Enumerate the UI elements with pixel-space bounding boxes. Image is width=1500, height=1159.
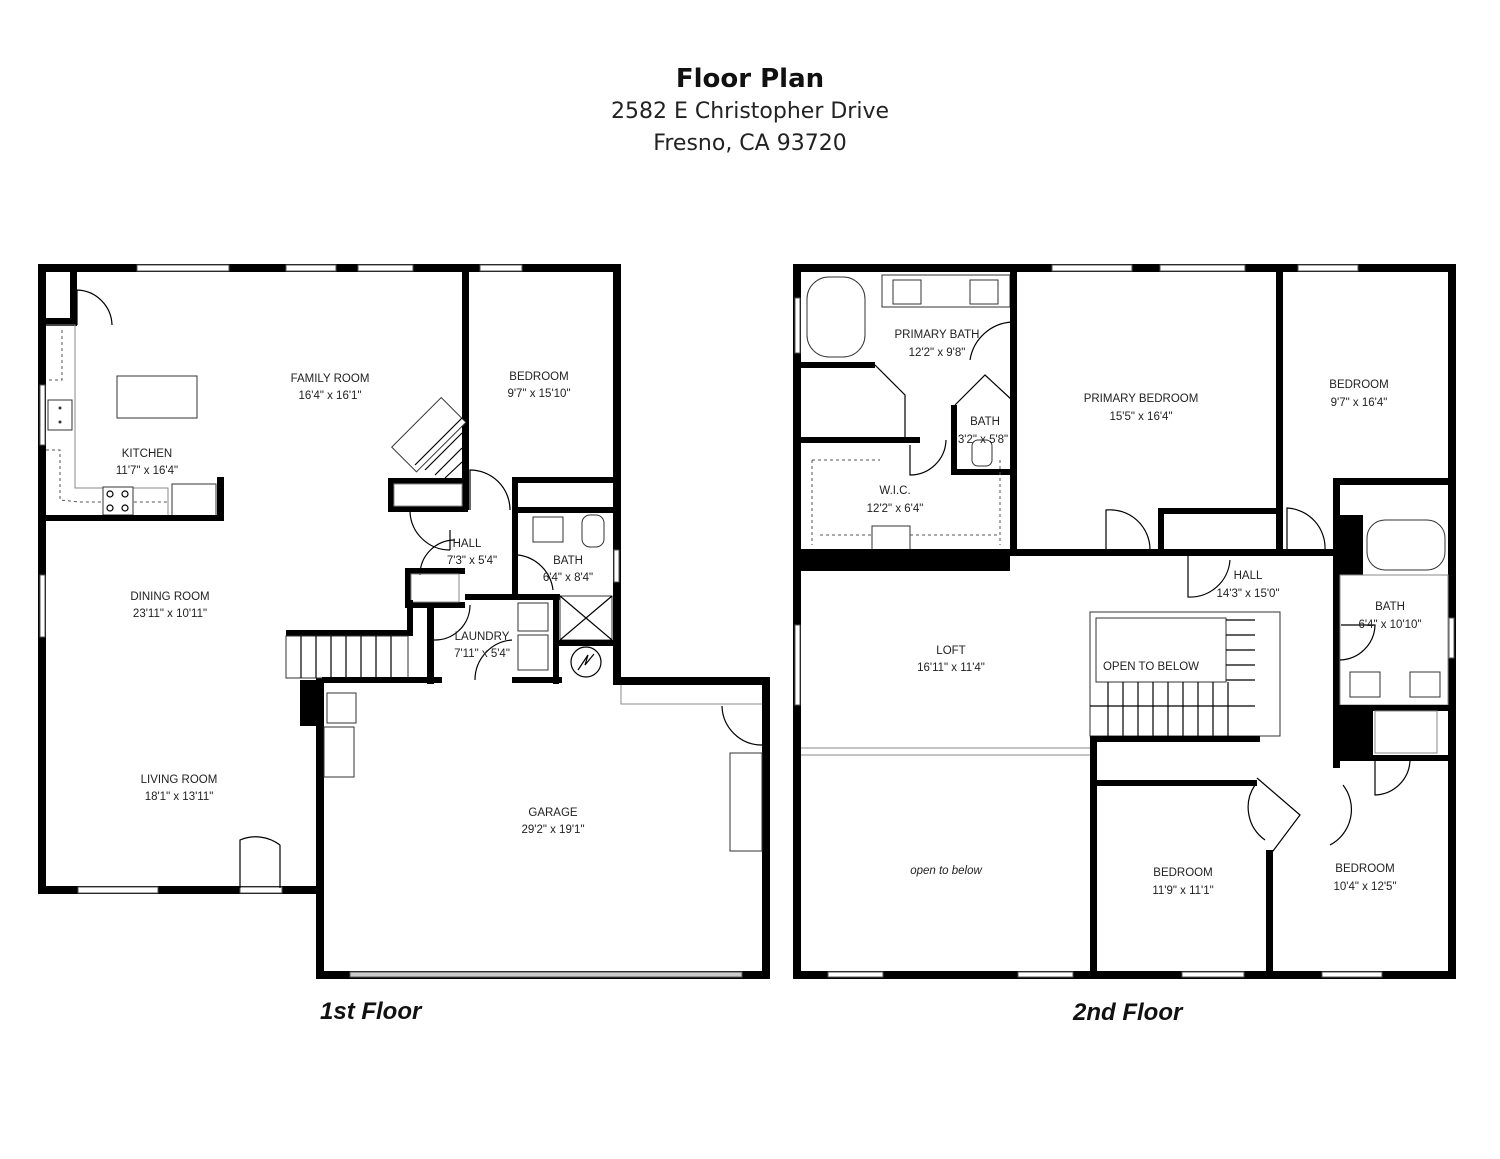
svg-text:11'7" x 16'4": 11'7" x 16'4" <box>116 465 178 477</box>
plan-title: Floor Plan <box>675 64 825 94</box>
svg-text:12'2" x 9'8": 12'2" x 9'8" <box>909 347 966 359</box>
room-hall-1f: HALL <box>453 538 482 550</box>
svg-text:9'7" x 15'10": 9'7" x 15'10" <box>507 388 570 400</box>
room-primary-bath: PRIMARY BATH <box>895 329 980 341</box>
svg-text:23'11" x 10'11": 23'11" x 10'11" <box>133 608 207 620</box>
svg-text:16'11" x 11'4": 16'11" x 11'4" <box>917 662 985 674</box>
address-line-1: 2582 E Christopher Drive <box>610 99 890 124</box>
svg-text:14'3" x 15'0": 14'3" x 15'0" <box>1216 588 1279 600</box>
room-kitchen: KITCHEN <box>122 448 172 460</box>
open-to-below-stair: OPEN TO BELOW <box>1103 661 1199 673</box>
open-to-below-area: open to below <box>910 865 982 877</box>
svg-text:18'1" x 13'11": 18'1" x 13'11" <box>145 791 214 803</box>
room-bath-small: BATH <box>970 416 1000 428</box>
room-primary-bedroom: PRIMARY BEDROOM <box>1084 393 1199 405</box>
first-floor-label: 1st Floor <box>320 998 422 1025</box>
second-floor-plan <box>793 264 1456 979</box>
room-bedroom-2f-c: BEDROOM <box>1335 863 1394 875</box>
svg-text:6'4" x 8'4": 6'4" x 8'4" <box>543 572 593 584</box>
svg-text:10'4" x 12'5": 10'4" x 12'5" <box>1333 881 1396 893</box>
svg-text:15'5" x 16'4": 15'5" x 16'4" <box>1109 411 1172 423</box>
room-laundry: LAUNDRY <box>455 631 510 643</box>
svg-text:6'4" x 10'10": 6'4" x 10'10" <box>1358 619 1421 631</box>
room-labels: FAMILY ROOM 16'4" x 16'1" BEDROOM 9'7" x… <box>116 329 1422 897</box>
room-bath-2f: BATH <box>1375 601 1405 613</box>
address-line-2: Fresno, CA 93720 <box>653 131 847 156</box>
room-wic: W.I.C. <box>879 485 910 497</box>
svg-text:9'7" x 16'4": 9'7" x 16'4" <box>1331 397 1388 409</box>
room-bedroom-1f: BEDROOM <box>509 371 568 383</box>
room-garage: GARAGE <box>528 807 578 819</box>
svg-text:3'2" x 5'8": 3'2" x 5'8" <box>958 434 1008 446</box>
first-floor-plan <box>38 264 770 979</box>
svg-text:12'2" x 6'4": 12'2" x 6'4" <box>867 503 924 515</box>
room-bath-1f: BATH <box>553 555 583 567</box>
room-dining-room: DINING ROOM <box>130 591 209 603</box>
svg-text:11'9" x 11'1": 11'9" x 11'1" <box>1152 885 1213 897</box>
svg-text:16'4" x 16'1": 16'4" x 16'1" <box>298 390 361 402</box>
svg-text:29'2" x 19'1": 29'2" x 19'1" <box>521 824 584 836</box>
room-family-room: FAMILY ROOM <box>291 373 370 385</box>
room-bedroom-2f-a: BEDROOM <box>1329 379 1388 391</box>
room-loft: LOFT <box>936 645 965 657</box>
svg-text:7'3" x 5'4": 7'3" x 5'4" <box>447 555 497 567</box>
room-bedroom-2f-b: BEDROOM <box>1153 867 1212 879</box>
second-floor-label: 2nd Floor <box>1073 999 1183 1026</box>
svg-text:7'11" x 5'4": 7'11" x 5'4" <box>454 648 510 660</box>
room-hall-2f: HALL <box>1234 570 1263 582</box>
plan-header: Floor Plan 2582 E Christopher Drive Fres… <box>0 62 1500 160</box>
room-living-room: LIVING ROOM <box>141 774 218 786</box>
